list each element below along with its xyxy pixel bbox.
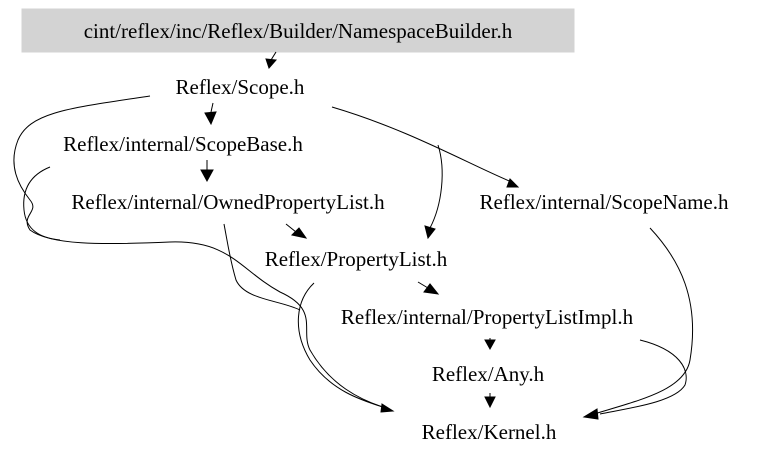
edge-arrowhead: [484, 339, 496, 351]
node-any[interactable]: Reflex/Any.h: [432, 362, 545, 386]
edge-arrowhead: [423, 283, 440, 295]
edge-propertylist-kernel: [297, 282, 387, 409]
edge-ownedpropertylist-propertylist: [285, 223, 297, 233]
node-scopename[interactable]: Reflex/internal/ScopeName.h: [480, 190, 729, 214]
edge-arrowhead: [484, 396, 496, 409]
edge-scope-kernel: [13, 95, 387, 409]
edge-propertylistimpl-kernel: [599, 339, 687, 415]
edges: [13, 51, 694, 420]
node-kernel[interactable]: Reflex/Kernel.h: [422, 420, 557, 444]
edge-scope-scopename: [331, 106, 515, 184]
node-ownedpropertylist[interactable]: Reflex/internal/OwnedPropertyList.h: [71, 190, 385, 214]
edge-scopename-kernel: [593, 227, 694, 415]
edge-namespacebuilder-scope: [270, 51, 277, 61]
nodes: cint/reflex/inc/Reflex/Builder/Namespace…: [63, 19, 729, 444]
edge-scope-propertylist: [429, 144, 443, 229]
node-scopebase[interactable]: Reflex/internal/ScopeBase.h: [63, 132, 303, 156]
node-scope[interactable]: Reflex/Scope.h: [176, 75, 305, 99]
edge-arrowhead: [380, 403, 395, 413]
edge-arrowhead: [265, 58, 278, 69]
edge-arrowhead: [424, 225, 436, 240]
edge-ownedpropertylist-kernel: [223, 223, 301, 311]
edge-arrowhead: [582, 408, 599, 420]
node-namespacebuilder[interactable]: cint/reflex/inc/Reflex/Builder/Namespace…: [84, 19, 513, 43]
edge-arrowhead: [204, 111, 217, 126]
root-node-box: [21, 8, 575, 53]
edge-propertylist-propertylistimpl: [417, 281, 429, 289]
edge-arrowhead: [290, 227, 308, 239]
edge-scope-scopebase: [210, 102, 214, 113]
edge-arrowhead: [200, 169, 214, 183]
edge-arrowhead: [506, 178, 520, 188]
node-propertylistimpl[interactable]: Reflex/internal/PropertyListImpl.h: [341, 305, 634, 329]
edge-scopebase-kernel: [23, 166, 61, 241]
node-propertylist[interactable]: Reflex/PropertyList.h: [265, 247, 448, 271]
